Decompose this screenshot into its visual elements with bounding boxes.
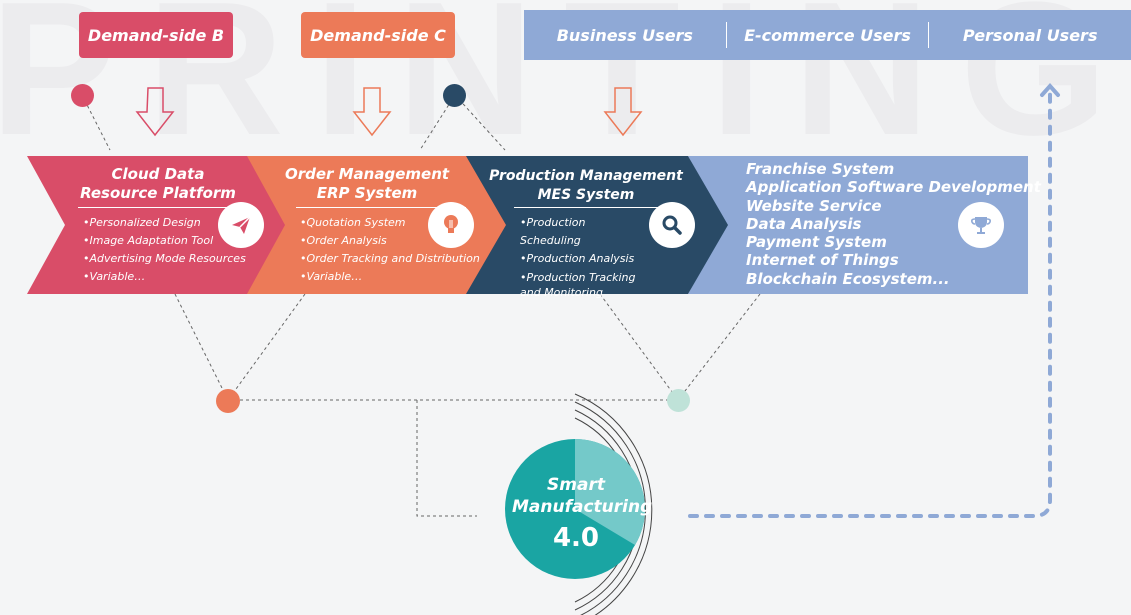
users-divider <box>928 22 930 48</box>
stage-3-title-line: Production Management <box>489 168 683 184</box>
users-divider <box>725 22 727 48</box>
stage-3-list: Production Scheduling Production Analysi… <box>520 214 644 300</box>
ecommerce-users-label: E-commerce Users <box>744 25 911 45</box>
list-item: Quotation System <box>300 214 480 232</box>
list-item: Website Service <box>746 196 882 215</box>
stage-1-title: Cloud Data Resource Platform <box>78 165 238 203</box>
stage-1-title-line: Resource Platform <box>80 184 236 202</box>
stage-1-title-line: Cloud Data <box>111 165 205 183</box>
users-bar: Business Users E-commerce Users Personal… <box>524 10 1131 60</box>
list-item: Data Analysis <box>746 214 862 233</box>
stage-2-list: Quotation System Order Analysis Order Tr… <box>300 214 480 286</box>
navy-node <box>443 84 466 107</box>
list-item: Internet of Things <box>746 251 899 270</box>
list-item: Order Analysis <box>300 232 480 250</box>
center-label-line: Smart <box>547 475 605 495</box>
list-item: Personalized Design <box>83 214 246 232</box>
stage-3-divider <box>514 207 682 208</box>
mint-node <box>667 389 690 412</box>
lightbulb-icon <box>428 202 474 248</box>
stage-4-shape <box>688 156 1028 294</box>
center-label: Smart Manufacturing 4.0 <box>512 474 653 553</box>
search-icon <box>649 202 695 248</box>
demand-side-c-tag: Demand-side C <box>301 12 455 58</box>
stage-2-divider <box>296 207 466 208</box>
center-version: 4.0 <box>552 523 600 553</box>
list-item: Production Scheduling <box>520 214 644 250</box>
stage-2-title-line: Order Management <box>284 165 450 183</box>
list-item: Production Tracking and Monitoring <box>520 270 644 300</box>
trophy-icon <box>958 202 1004 248</box>
center-label-line: Manufacturing <box>512 497 653 517</box>
stage-4-list: Franchise System Application Software De… <box>746 160 1041 288</box>
stage-1-list: Personalized Design Image Adaptation Too… <box>83 214 246 286</box>
list-item: Variable… <box>300 268 480 286</box>
personal-users-label: Personal Users <box>962 25 1098 45</box>
list-item: Order Tracking and Distribution <box>300 250 480 268</box>
stage-2-title-line: ERP System <box>316 184 418 202</box>
list-item: Application Software Development <box>746 178 1041 197</box>
business-users-label: Business Users <box>556 25 693 45</box>
pink-node <box>71 84 94 107</box>
stage-3-title-line: MES System <box>537 187 635 203</box>
stage-2-title: Order Management ERP System <box>284 165 450 203</box>
smart-manufacturing-badge <box>505 439 645 579</box>
orange-node <box>216 389 240 413</box>
paper-plane-icon <box>218 202 264 248</box>
list-item: Payment System <box>746 233 887 252</box>
list-item: Blockchain Ecosystem... <box>746 269 950 288</box>
list-item: Variable… <box>83 268 246 286</box>
list-item: Advertising Mode Resources <box>83 250 246 268</box>
list-item: Image Adaptation Tool <box>83 232 246 250</box>
list-item: Production Analysis <box>520 250 644 268</box>
list-item: Franchise System <box>746 160 895 178</box>
demand-side-b-tag: Demand-side B <box>79 12 233 58</box>
stage-3-title: Production Management MES System <box>488 167 684 205</box>
stage-1-divider <box>78 207 246 208</box>
